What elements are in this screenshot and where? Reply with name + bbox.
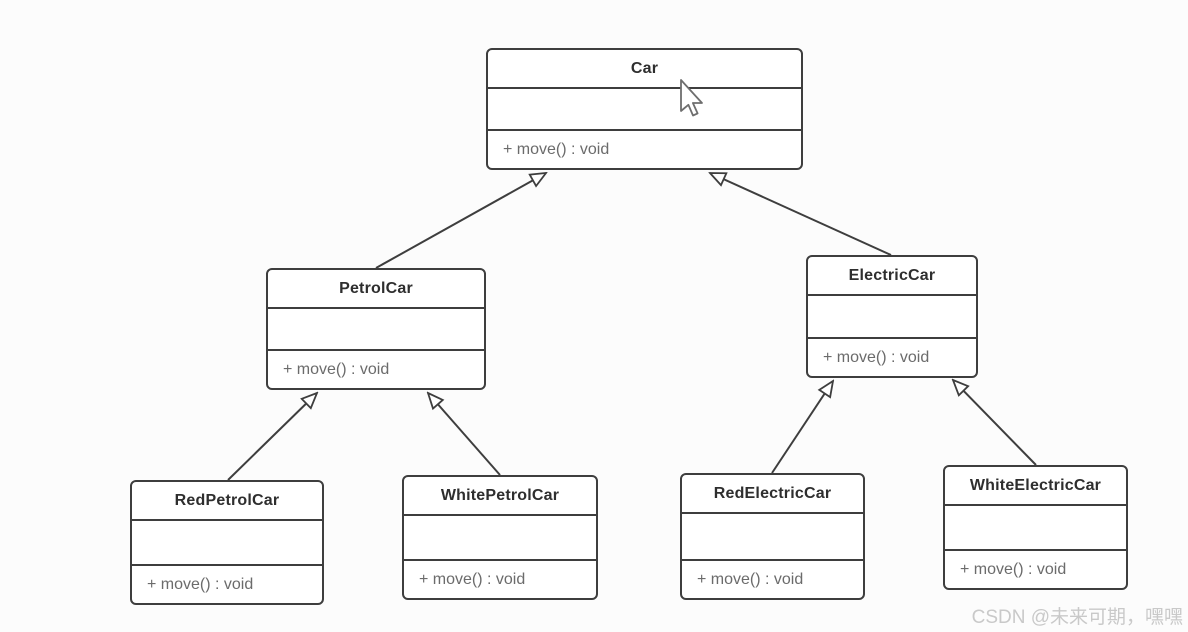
inheritance-arrow-electriccar-to-car	[710, 173, 892, 256]
class-attributes-section	[808, 294, 976, 337]
class-box-car[interactable]: Car + move() : void	[486, 48, 803, 170]
class-method: + move() : void	[682, 559, 863, 598]
class-name: ElectricCar	[848, 266, 936, 284]
inheritance-arrow-whitepetrolcar-to-petrolcar	[428, 393, 501, 476]
class-box-redpetrolcar[interactable]: RedPetrolCar + move() : void	[130, 480, 324, 605]
class-method: + move() : void	[808, 337, 976, 376]
class-method: + move() : void	[132, 564, 322, 603]
class-box-electriccar[interactable]: ElectricCar + move() : void	[806, 255, 978, 378]
inheritance-arrow-petrolcar-to-car	[375, 173, 546, 269]
class-name: PetrolCar	[339, 279, 413, 297]
class-name: RedElectricCar	[713, 484, 832, 502]
csdn-watermark: CSDN @未来可期，嘿嘿	[971, 607, 1183, 628]
class-method: + move() : void	[268, 349, 484, 388]
class-box-petrolcar[interactable]: PetrolCar + move() : void	[266, 268, 486, 390]
class-method: + move() : void	[404, 559, 596, 598]
class-attributes-section	[404, 514, 596, 559]
class-name: WhiteElectricCar	[969, 476, 1102, 494]
class-method: + move() : void	[945, 549, 1126, 588]
class-name: RedPetrolCar	[174, 491, 280, 509]
inheritance-arrow-whiteelectriccar-to-electriccar	[953, 380, 1037, 466]
class-method: + move() : void	[488, 129, 801, 168]
class-attributes-section	[488, 87, 801, 129]
class-attributes-section	[268, 307, 484, 349]
class-box-whitepetrolcar[interactable]: WhitePetrolCar + move() : void	[402, 475, 598, 600]
class-name: Car	[630, 59, 659, 77]
class-name: WhitePetrolCar	[440, 486, 560, 504]
class-box-whiteelectriccar[interactable]: WhiteElectricCar + move() : void	[943, 465, 1128, 590]
class-attributes-section	[682, 512, 863, 559]
inheritance-arrow-redpetrolcar-to-petrolcar	[227, 393, 317, 481]
class-box-redelectriccar[interactable]: RedElectricCar + move() : void	[680, 473, 865, 600]
class-attributes-section	[132, 519, 322, 564]
inheritance-arrow-redelectriccar-to-electriccar	[771, 381, 833, 474]
class-attributes-section	[945, 504, 1126, 549]
